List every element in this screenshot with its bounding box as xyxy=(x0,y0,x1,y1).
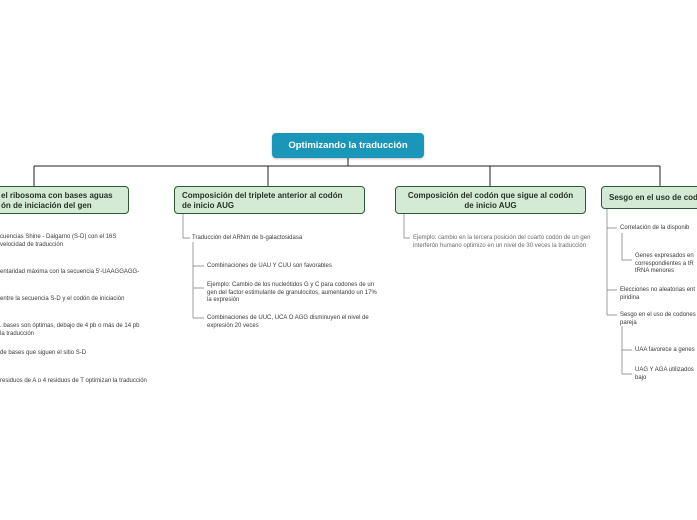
leaf-expressed-genes[interactable]: Genes expresados en correspondientes a t… xyxy=(635,253,694,274)
leaf-uau-cuu[interactable]: Combinaciones de UAU Y CUU son favorable… xyxy=(207,263,332,269)
branch-codon-pair-bias[interactable]: Sesgo en el uso de codones pareja xyxy=(620,312,696,326)
branch-shine-dalgarno[interactable]: cuencias Shine - Dalgarno (S-D) con el 1… xyxy=(0,234,117,248)
branch-b-galactosidase[interactable]: Traducción del ARNm de b-galactosidasa xyxy=(192,235,303,241)
topic-ribosome[interactable]: el ribosoma con bases aguas ón de inicia… xyxy=(0,186,129,214)
leaf-gc-example[interactable]: Ejemplo: Cambio de los nucleótidos G y C… xyxy=(207,282,377,303)
topic-preceding-triplet[interactable]: Composición del triplete anterior al cod… xyxy=(174,186,365,214)
topic-codon-bias[interactable]: Sesgo en el uso de cod xyxy=(601,186,697,209)
branch-nonrandom-choices[interactable]: Elecciones no aleatorias ent piridina xyxy=(620,287,696,301)
leaf-uuc-uca-agg[interactable]: Combinaciones de UUC, UCA O AGG disminuy… xyxy=(207,315,369,329)
topic-title: Sesgo en el uso de cod xyxy=(609,193,697,202)
branch-optimal-bases[interactable]: . bases son óptimas, debajo de 4 pb o má… xyxy=(0,323,140,337)
branch-distance-sd[interactable]: entre la secuencia S-D y el codón de ini… xyxy=(0,296,125,302)
topic-following-codon[interactable]: Composición del codón que sigue al codón… xyxy=(395,186,586,214)
leaf-interferon-example[interactable]: Ejemplo: cambio en la tercera posición d… xyxy=(413,235,591,249)
leaf-uag-aga-used[interactable]: UAG Y AGA utilizados bajo xyxy=(635,367,694,381)
branch-trna-correlation[interactable]: Correlación de la disponib xyxy=(620,225,690,231)
branch-bases-after-sd[interactable]: de bases que siguen el sitio S-D xyxy=(0,350,87,356)
topic-title: el ribosoma con bases aguas ón de inicia… xyxy=(1,191,113,210)
topic-title: Composición del codón que sigue al codón… xyxy=(407,191,574,210)
branch-a-t-residues[interactable]: residuos de A o 4 residuos de T optimiza… xyxy=(0,378,147,384)
root-title: Optimizando la traducción xyxy=(288,140,408,151)
leaf-uaa-favors[interactable]: UAA favorece a genes xyxy=(635,347,695,353)
branch-complementarity[interactable]: entaridad máxima con la secuencia 5'-UAA… xyxy=(0,269,140,275)
root-topic[interactable]: Optimizando la traducción xyxy=(272,133,424,158)
topic-title: Composición del triplete anterior al cod… xyxy=(182,191,343,210)
